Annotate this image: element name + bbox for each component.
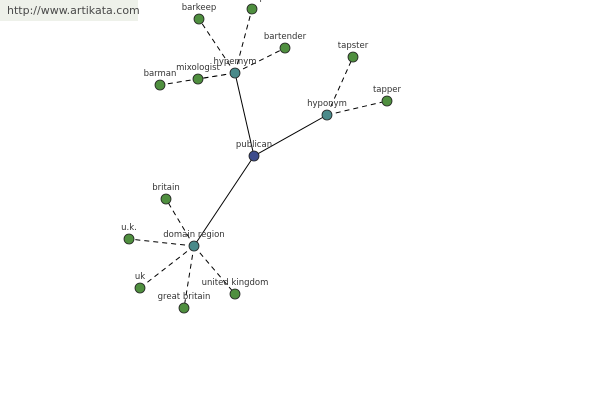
node-britain[interactable]: britain: [152, 183, 180, 205]
node-label: barkeeper: [230, 0, 274, 3]
node-label: britain: [152, 183, 180, 193]
node-circle[interactable]: [229, 67, 241, 79]
node-mixologist[interactable]: mixologist: [176, 63, 221, 85]
node-barman[interactable]: barman: [144, 69, 177, 91]
node-label: barkeep: [182, 3, 217, 13]
edge-hypernym-bartender: [234, 47, 286, 74]
node-label: mixologist: [176, 63, 220, 73]
edge-hypernym-barkeeper: [234, 8, 253, 74]
edge-publican-hypernym: [234, 72, 255, 157]
node-label: tapster: [338, 41, 369, 51]
node-tapper[interactable]: tapper: [373, 85, 402, 107]
edge-domain_region-u_k_dot: [128, 238, 195, 247]
edge-hypernym-barkeep: [198, 18, 236, 74]
edge-domain_region-uk: [139, 245, 195, 289]
edge-hyponym-tapster: [326, 56, 354, 116]
node-circle[interactable]: [154, 79, 166, 91]
node-label: barman: [144, 69, 177, 79]
node-circle[interactable]: [193, 13, 205, 25]
node-circle[interactable]: [321, 109, 333, 121]
node-barkeeper[interactable]: barkeeper: [230, 0, 274, 15]
node-circle[interactable]: [192, 73, 204, 85]
node-united-kingdom[interactable]: united kingdom: [202, 278, 269, 300]
node-hypernym[interactable]: hypernym: [213, 57, 257, 79]
node-bartender[interactable]: bartender: [264, 32, 307, 54]
edge-domain_region-united_kingdom: [193, 245, 236, 295]
edge-publican-domain_region: [193, 155, 255, 247]
node-circle[interactable]: [188, 240, 200, 252]
edge-publican-hyponym: [253, 114, 328, 157]
node-label: u.k.: [121, 223, 137, 233]
node-circle[interactable]: [134, 282, 146, 294]
node-label: united kingdom: [202, 278, 269, 288]
edge-hyponym-tapper: [326, 100, 388, 116]
node-u-k-dot[interactable]: u.k.: [121, 223, 137, 245]
node-label: hypernym: [213, 57, 256, 67]
node-label: uk: [135, 272, 145, 282]
node-label: domain region: [163, 230, 224, 240]
node-circle[interactable]: [178, 302, 190, 314]
node-circle[interactable]: [246, 3, 258, 15]
edge-domain_region-britain: [165, 198, 195, 247]
node-circle[interactable]: [160, 193, 172, 205]
node-circle[interactable]: [123, 233, 135, 245]
node-circle[interactable]: [347, 51, 359, 63]
node-uk[interactable]: uk: [134, 272, 146, 294]
node-circle[interactable]: [248, 150, 260, 162]
edge-domain_region-great_britain: [183, 245, 195, 309]
node-label: bartender: [264, 32, 307, 42]
source-url-banner[interactable]: http://www.artikata.com: [0, 0, 140, 21]
node-publican[interactable]: publican: [236, 140, 272, 162]
node-label: tapper: [373, 85, 402, 95]
node-hyponym[interactable]: hyponym: [307, 99, 347, 121]
node-label: great britain: [158, 292, 211, 302]
edges-layer: [128, 8, 388, 309]
nodes-layer: publican hypernym hyponym domain region bark…: [121, 0, 402, 314]
node-circle[interactable]: [279, 42, 291, 54]
node-great-britain[interactable]: great britain: [158, 292, 211, 314]
node-tapster[interactable]: tapster: [338, 41, 369, 63]
node-domain-region[interactable]: domain region: [163, 230, 225, 252]
node-circle[interactable]: [229, 288, 241, 300]
node-label: publican: [236, 140, 272, 150]
node-barkeep[interactable]: barkeep: [182, 3, 217, 25]
node-circle[interactable]: [381, 95, 393, 107]
node-label: hyponym: [307, 99, 347, 109]
